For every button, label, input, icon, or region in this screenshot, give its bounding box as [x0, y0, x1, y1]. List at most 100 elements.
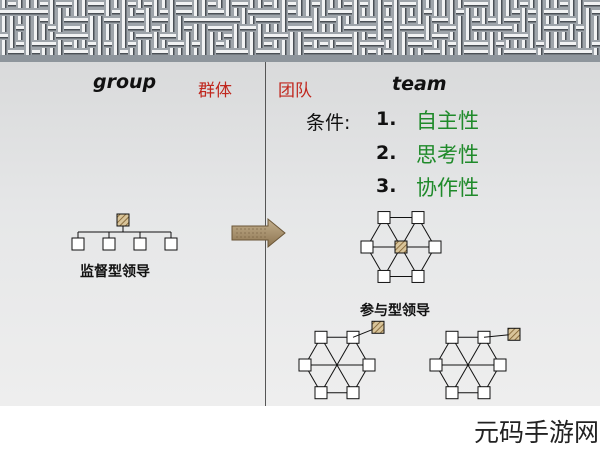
- maze-wall: [26, 16, 29, 24]
- maze-shadow: [288, 13, 296, 15]
- maze-wall: [216, 42, 224, 45]
- maze-shadow: [317, 8, 319, 16]
- maze-wall: [202, 24, 205, 32]
- maze-shadow: [421, 0, 423, 8]
- maze-shadow: [408, 37, 416, 39]
- maze-shadow: [568, 21, 576, 23]
- maze-shadow: [469, 24, 471, 32]
- maze-wall: [290, 32, 293, 40]
- maze-wall: [234, 32, 237, 40]
- maze-wall: [258, 40, 261, 48]
- maze-shadow: [216, 45, 224, 47]
- maze-shadow: [552, 13, 560, 15]
- maze-shadow: [136, 29, 144, 31]
- maze-wall: [568, 18, 576, 21]
- maze-shadow: [373, 0, 375, 8]
- maze-shadow: [568, 53, 576, 55]
- maze-shadow: [384, 5, 392, 7]
- maze-wall: [410, 8, 413, 16]
- maze-shadow: [504, 21, 512, 23]
- maze-shadow: [525, 16, 527, 24]
- maze-shadow: [109, 48, 111, 56]
- maze-wall: [234, 40, 237, 48]
- maze-wall: [544, 26, 552, 29]
- maze-wall: [146, 24, 149, 32]
- maze-shadow: [256, 13, 264, 15]
- maze-shadow: [544, 53, 552, 55]
- maze-shadow: [253, 0, 255, 8]
- maze-shadow: [197, 24, 199, 32]
- maze-wall: [250, 32, 253, 40]
- maze-wall: [472, 50, 480, 53]
- maze-wall: [402, 16, 405, 24]
- maze-shadow: [125, 0, 127, 8]
- maze-wall: [194, 8, 197, 16]
- maze-wall: [360, 26, 368, 29]
- maze-shadow: [213, 40, 215, 48]
- maze-wall: [538, 8, 541, 16]
- maze-wall: [16, 26, 24, 29]
- maze-shadow: [40, 21, 48, 23]
- maze-shadow: [288, 29, 296, 31]
- leader-node: [116, 213, 130, 227]
- maze-wall: [224, 50, 232, 53]
- maze-shadow: [85, 24, 87, 32]
- network-node: [377, 211, 391, 225]
- maze-wall: [258, 24, 261, 32]
- maze-shadow: [541, 8, 543, 16]
- maze-shadow: [29, 48, 31, 56]
- maze-wall: [394, 0, 397, 8]
- maze-shadow: [512, 37, 520, 39]
- maze-shadow: [368, 37, 376, 39]
- maze-shadow: [53, 0, 55, 8]
- maze-shadow: [48, 29, 56, 31]
- maze-wall: [122, 32, 125, 40]
- maze-shadow: [21, 32, 23, 40]
- maze-shadow: [472, 5, 480, 7]
- maze-shadow: [573, 8, 575, 16]
- maze-shadow: [272, 13, 280, 15]
- maze-shadow: [216, 29, 224, 31]
- maze-shadow: [397, 8, 399, 16]
- maze-shadow: [229, 40, 231, 48]
- maze-shadow: [416, 45, 424, 47]
- maze-shadow: [525, 40, 527, 48]
- maze-wall: [538, 24, 541, 32]
- maze-wall: [202, 32, 205, 40]
- maze-shadow: [357, 48, 359, 56]
- maze-wall: [26, 40, 29, 48]
- maze-wall: [186, 32, 189, 40]
- maze-shadow: [64, 53, 72, 55]
- member-node: [71, 237, 85, 251]
- maze-shadow: [461, 0, 463, 8]
- maze-shadow: [309, 0, 311, 8]
- network-spoke: [320, 337, 354, 393]
- maze-wall: [458, 16, 461, 24]
- maze-shadow: [472, 45, 480, 47]
- maze-wall: [98, 40, 101, 48]
- maze-wall: [514, 24, 517, 32]
- maze-shadow: [312, 37, 320, 39]
- maze-shadow: [432, 21, 440, 23]
- maze-wall: [40, 18, 48, 21]
- maze-wall: [138, 40, 141, 48]
- maze-bottom-band: [0, 55, 600, 62]
- maze-wall: [520, 2, 528, 5]
- maze-shadow: [88, 45, 96, 47]
- maze-wall: [64, 50, 72, 53]
- maze-shadow: [381, 16, 383, 24]
- maze-shadow: [45, 32, 47, 40]
- maze-wall: [264, 2, 272, 5]
- maze-shadow: [381, 24, 383, 32]
- maze-shadow: [208, 13, 216, 15]
- maze-wall: [240, 2, 248, 5]
- maze-wall: [288, 2, 296, 5]
- maze-shadow: [85, 40, 87, 48]
- maze-wall: [50, 0, 53, 8]
- maze-shadow: [549, 32, 551, 40]
- maze-wall: [450, 0, 453, 8]
- maze-shadow: [528, 21, 536, 23]
- maze-wall: [298, 8, 301, 16]
- maze-wall: [194, 0, 197, 8]
- maze-wall: [168, 42, 176, 45]
